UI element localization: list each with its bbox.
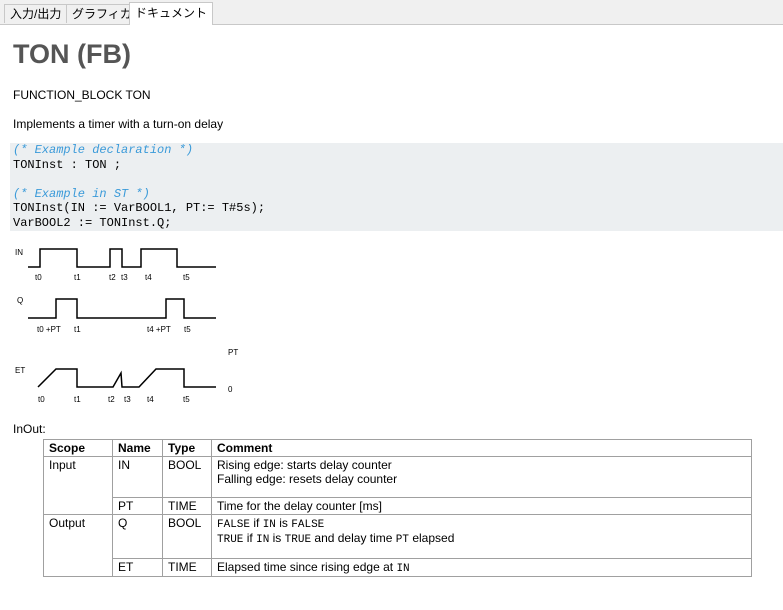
- q-tick-t1: t1: [74, 325, 81, 334]
- et-signal-label: ET: [15, 366, 25, 375]
- cell-name: PT: [112, 497, 163, 515]
- tab-documentation[interactable]: ドキュメント: [129, 2, 214, 25]
- zero-level-label: 0: [228, 385, 233, 394]
- inout-table: Scope Name Type Comment Input IN BOOL Ri…: [43, 439, 752, 577]
- comment-text: is: [279, 516, 288, 530]
- cell-scope: Output: [43, 514, 113, 577]
- table-header-row: Scope Name Type Comment: [43, 439, 752, 457]
- keyword-false: FALSE: [291, 519, 325, 531]
- q-tick-t4-pt: t4 +PT: [147, 325, 171, 334]
- inout-heading: InOut:: [13, 422, 46, 436]
- comment-text: if: [246, 531, 253, 545]
- column-header-type: Type: [162, 439, 212, 457]
- q-tick-t5: t5: [184, 325, 191, 334]
- description-text: Implements a timer with a turn-on delay: [13, 117, 224, 131]
- q-signal-label: Q: [17, 296, 23, 305]
- comment-line: Rising edge: starts delay counter: [217, 458, 392, 472]
- keyword-true: TRUE: [217, 534, 244, 546]
- tab-graphical[interactable]: グラフィカル: [66, 4, 150, 23]
- code-blank-line: [10, 172, 783, 187]
- code-comment-st: (* Example in ST *): [13, 186, 150, 201]
- comment-text: and delay time: [314, 531, 393, 545]
- cell-name: ET: [112, 558, 163, 577]
- keyword-in: IN: [256, 534, 270, 546]
- et-signal-waveform: [37, 368, 216, 388]
- tab-input-output[interactable]: 入力/出力: [4, 4, 68, 23]
- code-line-assign: VarBOOL2 := TONInst.Q;: [13, 215, 172, 230]
- in-tick-t1: t1: [74, 273, 81, 282]
- timing-diagram: IN Q ET PT 0 t0 t1 t2 t3 t4 t5 t0 +PT t1…: [10, 243, 250, 418]
- in-tick-t5: t5: [183, 273, 190, 282]
- cell-comment: Time for the delay counter [ms]: [211, 497, 752, 515]
- in-signal-label: IN: [15, 248, 23, 257]
- comment-text: is: [272, 531, 282, 545]
- q-signal-waveform: [28, 298, 216, 319]
- cell-scope: Input: [43, 456, 113, 515]
- page-title: TON (FB): [13, 39, 131, 69]
- documentation-panel: TON (FB) FUNCTION_BLOCK TON Implements a…: [0, 25, 783, 610]
- q-tick-t0-pt: t0 +PT: [37, 325, 61, 334]
- comment-text: elapsed: [412, 531, 455, 545]
- code-example: (* Example declaration *) TONInst : TON …: [10, 143, 783, 231]
- code-line-declaration: TONInst : TON ;: [13, 157, 122, 172]
- cell-type: BOOL: [162, 514, 212, 559]
- et-tick-t3: t3: [124, 395, 131, 404]
- et-tick-t1: t1: [74, 395, 81, 404]
- cell-comment: Elapsed time since rising edge at IN: [211, 558, 752, 577]
- et-tick-t4: t4: [147, 395, 154, 404]
- cell-type: TIME: [162, 558, 212, 577]
- keyword-false: FALSE: [217, 519, 251, 531]
- cell-comment: FALSE if IN is FALSE TRUE if IN is TRUE …: [211, 514, 752, 559]
- keyword-in: IN: [262, 519, 276, 531]
- comment-line: TRUE if IN is TRUE and delay time PT ela…: [217, 531, 746, 546]
- keyword-pt: PT: [395, 534, 409, 546]
- cell-comment: Rising edge: starts delay counter Fallin…: [211, 456, 752, 498]
- tab-bar: 入力/出力 グラフィカル ドキュメント: [0, 0, 783, 25]
- in-signal-waveform: [28, 248, 216, 268]
- in-tick-t4: t4: [145, 273, 152, 282]
- cell-name: IN: [112, 456, 163, 498]
- declaration-text: FUNCTION_BLOCK TON: [13, 88, 151, 102]
- table-row: ET TIME Elapsed time since rising edge a…: [44, 558, 752, 577]
- column-header-comment: Comment: [211, 439, 752, 457]
- cell-type: BOOL: [162, 456, 212, 498]
- keyword-in: IN: [396, 563, 410, 575]
- timing-diagram-svg: IN Q ET PT 0 t0 t1 t2 t3 t4 t5 t0 +PT t1…: [15, 248, 238, 404]
- et-tick-t5: t5: [183, 395, 190, 404]
- code-line-call: TONInst(IN := VarBOOL1, PT:= T#5s);: [13, 201, 266, 216]
- cell-type: TIME: [162, 497, 212, 515]
- table-row: Input IN BOOL Rising edge: starts delay …: [43, 456, 752, 515]
- table-row: PT TIME Time for the delay counter [ms]: [44, 497, 752, 515]
- cell-name: Q: [112, 514, 163, 559]
- comment-line: FALSE if IN is FALSE: [217, 516, 746, 531]
- column-header-scope: Scope: [43, 439, 113, 457]
- code-comment-declaration: (* Example declaration *): [13, 143, 194, 157]
- comment-text: Elapsed time since rising edge at: [217, 560, 394, 574]
- et-tick-t2: t2: [108, 395, 115, 404]
- comment-text: if: [253, 516, 260, 530]
- keyword-true: TRUE: [284, 534, 312, 546]
- in-tick-t3: t3: [121, 273, 128, 282]
- comment-line: Falling edge: resets delay counter: [217, 472, 398, 486]
- table-row: Output Q BOOL FALSE if IN is FALSE TRUE …: [43, 514, 752, 577]
- in-tick-t2: t2: [109, 273, 116, 282]
- column-header-name: Name: [112, 439, 163, 457]
- pt-level-label: PT: [228, 348, 238, 357]
- et-tick-t0: t0: [38, 395, 45, 404]
- in-tick-t0: t0: [35, 273, 42, 282]
